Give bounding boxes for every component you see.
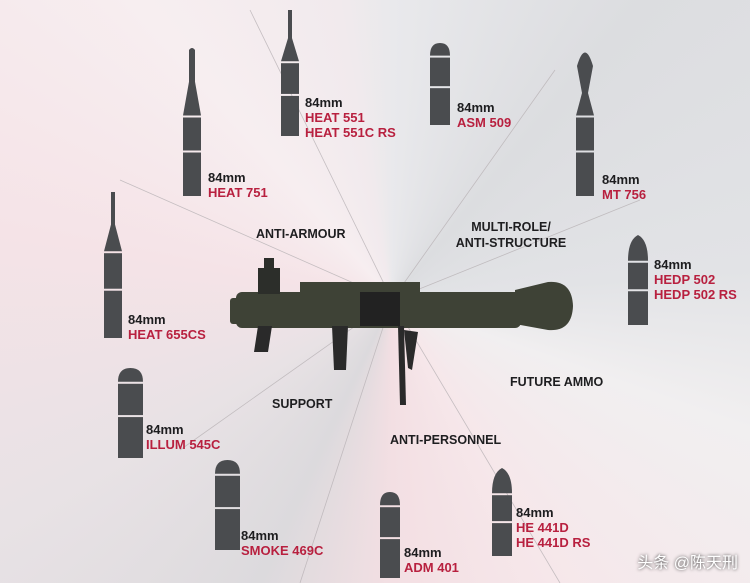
round-designation: HEAT 655CS	[128, 327, 206, 342]
category-anti-personnel: ANTI-PERSONNEL	[390, 433, 502, 447]
round-designation: ILLUM 545C	[146, 437, 221, 452]
category-multi-role-line1: MULTI-ROLE/	[471, 220, 551, 234]
round-caliber: 84mm	[404, 545, 442, 560]
round-caliber: 84mm	[654, 257, 692, 272]
category-support: SUPPORT	[272, 397, 333, 411]
round-designation: MT 756	[602, 187, 647, 202]
round-caliber: 84mm	[602, 172, 640, 187]
round-designation: SMOKE 469C	[241, 543, 324, 558]
round-caliber: 84mm	[128, 312, 166, 327]
round-9-icon	[430, 43, 450, 125]
round-designation: HE 441D	[516, 520, 569, 535]
round-3-icon	[117, 368, 143, 458]
round-designation: HEAT 551C RS	[305, 125, 396, 140]
round-designation: HEAT 551	[305, 110, 365, 125]
category-multi-role-line2: ANTI-STRUCTURE	[455, 236, 567, 250]
round-5-icon	[380, 492, 400, 578]
round-designation: HE 441D RS	[516, 535, 591, 550]
round-caliber: 84mm	[305, 95, 343, 110]
round-designation: HEDP 502	[654, 272, 716, 287]
round-4-icon	[214, 460, 240, 550]
round-caliber: 84mm	[241, 528, 279, 543]
round-designation: ADM 401	[404, 560, 459, 575]
round-caliber: 84mm	[457, 100, 495, 115]
round-6-icon	[492, 468, 512, 556]
round-caliber: 84mm	[516, 505, 554, 520]
round-7-icon	[628, 235, 648, 325]
round-designation: ASM 509	[457, 115, 512, 130]
watermark: 头条 @陈天刑	[637, 555, 738, 572]
round-8-icon	[576, 52, 594, 196]
round-0-icon	[281, 10, 299, 136]
category-future-ammo: FUTURE AMMO	[510, 375, 604, 389]
category-multi-role: MULTI-ROLE/ ANTI-STRUCTURE	[452, 219, 570, 251]
round-designation: HEAT 751	[208, 185, 268, 200]
round-caliber: 84mm	[208, 170, 246, 185]
round-1-icon	[183, 48, 201, 196]
round-2-icon	[104, 192, 122, 338]
category-anti-armour: ANTI-ARMOUR	[256, 227, 346, 241]
round-designation: HEDP 502 RS	[654, 287, 737, 302]
round-caliber: 84mm	[146, 422, 184, 437]
